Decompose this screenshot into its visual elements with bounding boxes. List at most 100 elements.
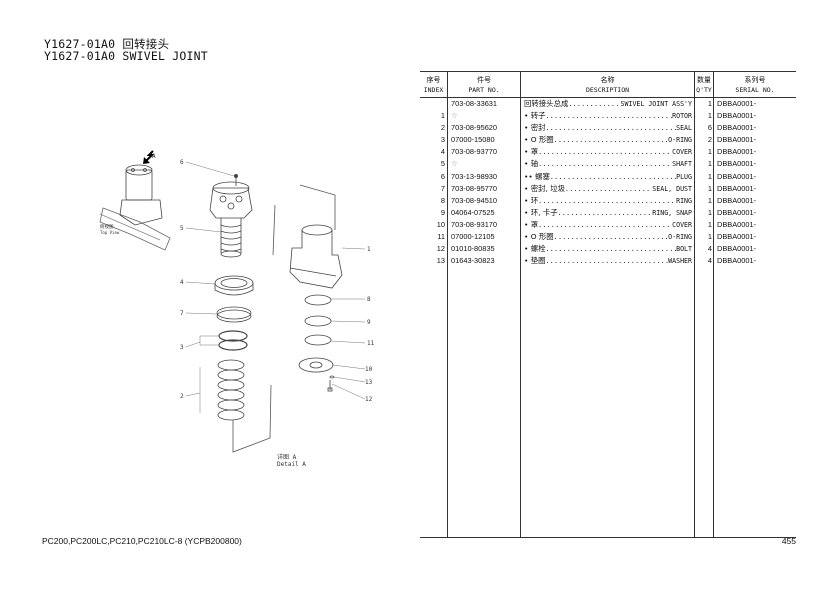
table-row: 13 01643-30823 • 垫圈.......................… [420,255,796,267]
row-index: 3 [440,135,445,145]
row-part-number: 703-08-94510 [451,195,498,205]
exploded-parts-diagram: A 俯视图 Top View [99,150,375,468]
row-desc-en: O-RING [668,233,692,242]
row-description: • 密封....................................… [521,122,695,134]
table-row: 8 703-08-94510 • 环........................… [420,195,796,207]
row-part-number: 703-08-33631 [451,99,498,108]
leader-dots: ........................................… [545,245,677,254]
row-index [420,98,448,110]
header-qty-zh: 数量 [697,75,711,84]
row-index: 7 [440,183,445,193]
row-description: • 螺栓....................................… [521,243,695,255]
row-qty: 1 [707,207,712,217]
row-desc-zh: • 密封 [524,123,546,133]
row-desc-zh: • 环 [524,195,539,205]
leader-dots: ........................................… [564,184,652,193]
leader-dots: ........................................… [538,196,676,205]
row-desc-zh: • 密封, 垃圾 [524,183,565,193]
row-qty: 1 [707,111,712,121]
ring-part [304,294,332,306]
row-qty: 1 [707,183,712,193]
table-row: 703-08-33631 回转接头总成......................… [420,98,796,110]
row-index: 1 [440,111,445,121]
column-divider [713,98,714,537]
callout-12: 12 [365,396,373,403]
column-divider [694,98,695,537]
callout-13: 13 [365,379,373,386]
row-desc-zh: • 罩 [524,219,539,229]
callout-8: 8 [367,296,371,303]
row-qty: 1 [707,195,712,205]
row-desc-en: COVER [672,220,692,229]
table-row: 1☆• 转子..................................… [420,110,796,122]
header-part-zh: 件号 [477,75,491,84]
row-description: • 垫圈....................................… [521,255,695,267]
row-desc-en: ROTOR [672,112,692,121]
row-part-number: ☆ [451,111,458,121]
title-zh: Y1627-01A0 回转接头 [44,37,170,51]
inset-machine-view [99,164,171,251]
leader-dots: ........................................… [545,257,669,266]
row-index: 13 [436,256,445,266]
row-serial: DBBA0001- [717,219,757,229]
row-serial: DBBA0001- [717,256,757,266]
row-part-number: 07000-15080 [451,135,495,145]
header-desc-en: DESCRIPTION [585,85,630,94]
row-part-number: 703-08-95770 [451,183,498,193]
row-serial: DBBA0001- [717,99,757,108]
row-desc-zh: • O 形圈 [524,135,554,145]
bolt-washer-part [327,375,335,392]
page-title: Y1627-01A0 回转接头 Y1627-01A0 SWIVEL JOINT [44,38,208,62]
detail-label-en: Detail A [277,461,306,468]
header-index-en: INDEX [423,85,444,94]
row-desc-zh: • 环, 卡子 [524,207,558,217]
row-qty: 1 [707,219,712,229]
callout-5: 5 [180,225,184,232]
row-description: 回转接头总成..................................… [521,98,695,110]
table-row: 5☆• 轴...................................… [420,158,796,170]
row-qty: 4 [707,244,712,254]
row-desc-en: SEAL [676,124,692,133]
column-divider [447,98,448,537]
header-index-zh: 序号 [426,75,441,84]
leader-dots: ........................................… [568,100,620,108]
row-part-number: 703-08-95620 [451,123,498,133]
row-index: 6 [440,171,445,181]
callout-10: 10 [365,366,373,373]
rotor-part [289,224,343,289]
row-index: 10 [436,219,445,229]
row-qty: 4 [707,256,712,266]
table-body: 703-08-33631 回转接头总成......................… [420,98,796,267]
row-description: • 轴.....................................… [521,158,695,170]
callout-7: 7 [180,310,184,317]
row-index: 8 [440,195,445,205]
table-row: 7 703-08-95770 • 密封, 垃圾...................… [420,183,796,195]
row-qty: 6 [707,123,712,133]
leader-dots: ........................................… [549,172,677,181]
top-view-label-en: Top View [100,230,120,235]
row-serial: DBBA0001- [717,147,757,157]
leader-dots: ........................................… [538,220,672,229]
row-serial: DBBA0001- [717,183,757,193]
leader-dots: ........................................… [538,148,672,157]
callout-4: 4 [180,279,184,286]
leader-dots: ........................................… [553,136,669,145]
table-row: 12 01010-80835 • 螺栓.......................… [420,243,796,255]
row-part-number: 703-08-93170 [451,219,498,229]
row-desc-zh: •• 螺塞 [524,171,550,181]
header-desc-zh: 名称 [600,75,615,84]
row-desc-zh: • 螺栓 [524,244,546,254]
row-desc-zh: • 转子 [524,111,546,121]
row-desc-zh: 回转接头总成 [524,99,569,108]
row-part-number: 01010-80835 [451,244,495,254]
row-index: 12 [436,244,445,254]
row-part-number: 01643-30823 [451,256,495,266]
leader-dots: ........................................… [545,124,677,133]
row-desc-en: WASHER [668,257,692,266]
